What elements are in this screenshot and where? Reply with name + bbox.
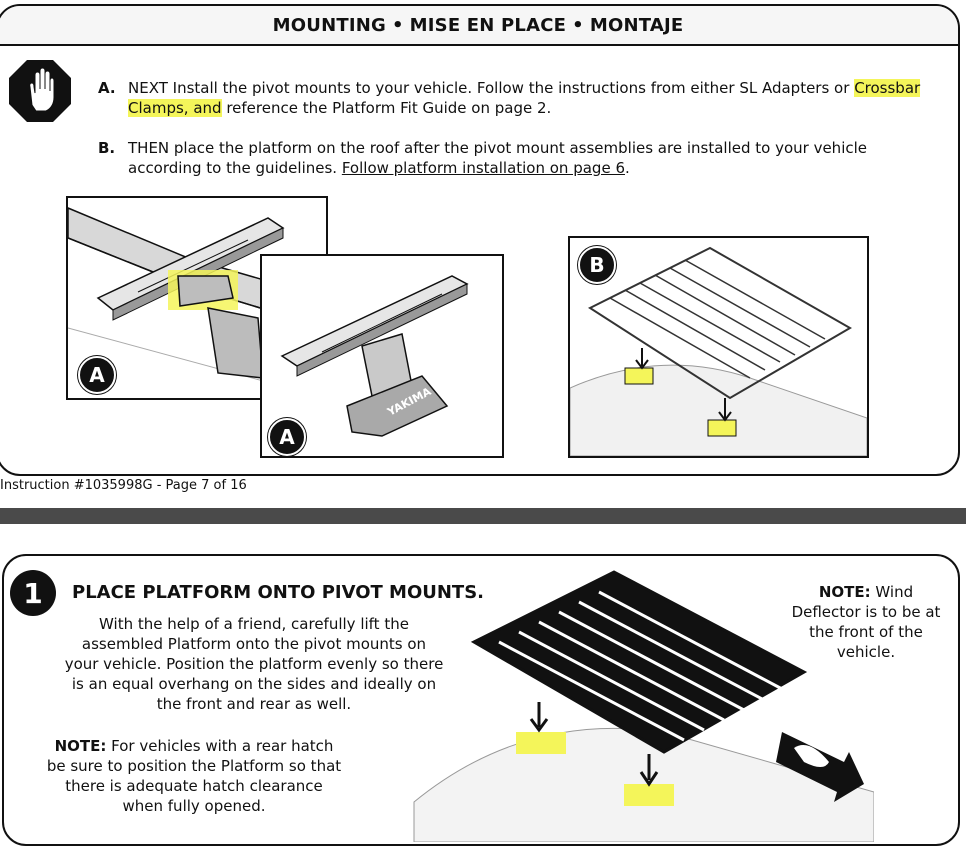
- section-header: MOUNTING • MISE EN PLACE • MONTAJE: [0, 6, 958, 46]
- mounting-panel: MOUNTING • MISE EN PLACE • MONTAJE A. NE…: [0, 4, 960, 476]
- platform-installation-link[interactable]: Follow platform installation on page 6: [341, 159, 625, 177]
- step-panel: 1 PLACE PLATFORM ONTO PIVOT MOUNTS. With…: [2, 554, 960, 846]
- wind-note-label: NOTE:: [818, 583, 871, 601]
- instruction-a: A. NEXT Install the pivot mounts to your…: [98, 78, 928, 118]
- figure-a-tower: YAKIMA A: [260, 254, 504, 458]
- wind-note-text: Wind Deflector is to be at the front of …: [791, 583, 941, 661]
- header-title-1: MOUNTING: [272, 14, 386, 36]
- step-note: NOTE: For vehicles with a rear hatch be …: [44, 736, 344, 816]
- step-note-label: NOTE:: [54, 737, 107, 755]
- platform-roof-illustration: [570, 246, 867, 456]
- header-separator-2: •: [572, 14, 584, 36]
- step-number: 1: [10, 570, 56, 616]
- figure-b-platform: B: [568, 236, 869, 458]
- figure-a2-badge: A: [268, 418, 306, 456]
- platform-placement-illustration: [413, 570, 874, 842]
- stop-hand-icon: [9, 60, 71, 122]
- header-title-2: MISE EN PLACE: [409, 14, 567, 36]
- wind-deflector-note: NOTE: Wind Deflector is to be at the fro…: [786, 582, 946, 662]
- down-arrow-icon: [718, 398, 732, 422]
- page-divider: [0, 508, 966, 524]
- down-arrow-icon: [635, 348, 649, 370]
- header-separator-1: •: [391, 14, 404, 36]
- instruction-b-text: THEN place the platform on the roof afte…: [128, 139, 867, 177]
- step-title: PLACE PLATFORM ONTO PIVOT MOUNTS.: [72, 582, 485, 603]
- instruction-a-text-end: reference the Platform Fit Guide on page…: [221, 99, 552, 117]
- step-body: With the help of a friend, carefully lif…: [64, 615, 444, 713]
- page-footer: Instruction #1035998G - Page 7 of 16: [0, 478, 247, 493]
- instruction-a-letter: A.: [98, 79, 116, 97]
- instruction-b-text-end: .: [624, 159, 630, 177]
- tower-mount-illustration: YAKIMA: [280, 275, 469, 437]
- figure-a-badge: A: [78, 356, 116, 394]
- instruction-b-letter: B.: [98, 139, 116, 157]
- car-direction-arrow-icon: [776, 732, 864, 802]
- step-note-text: For vehicles with a rear hatch be sure t…: [46, 737, 342, 815]
- instruction-a-text: NEXT Install the pivot mounts to your ve…: [128, 79, 855, 97]
- header-title-3: MONTAJE: [589, 14, 684, 36]
- instruction-b: B. THEN place the platform on the roof a…: [98, 138, 928, 178]
- figure-b-badge: B: [578, 246, 616, 284]
